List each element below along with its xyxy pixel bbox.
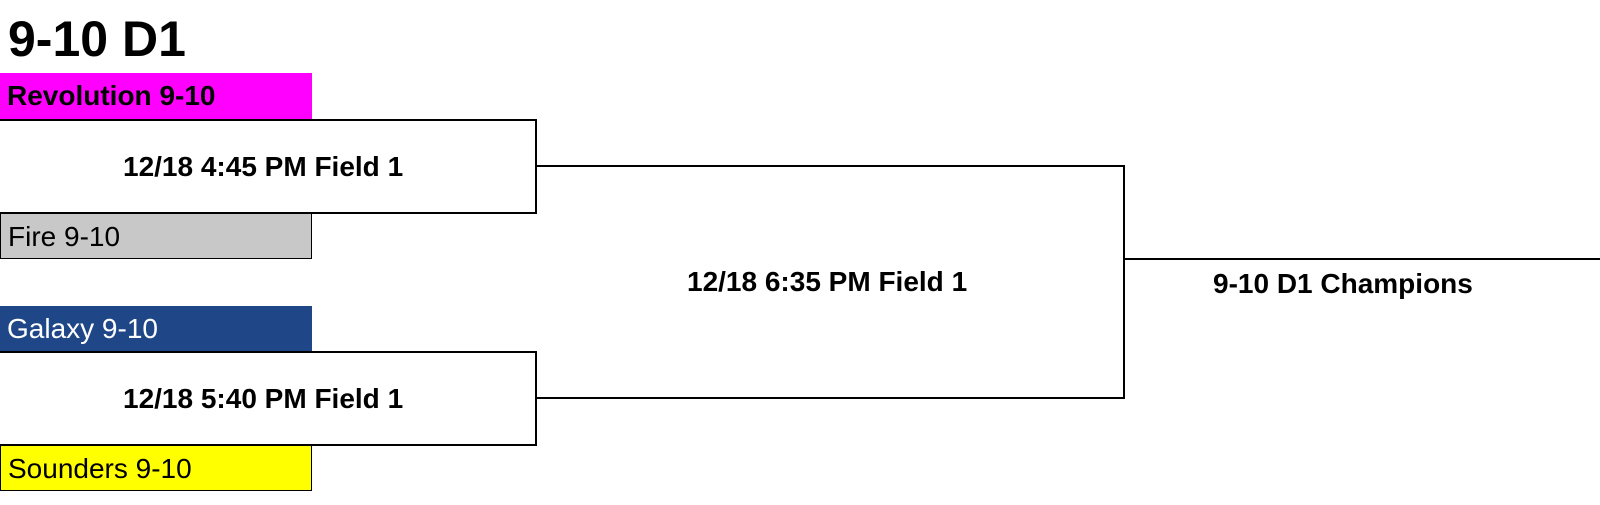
connector-top bbox=[536, 165, 1125, 167]
connector-vertical bbox=[1123, 165, 1125, 399]
team-sounders: Sounders 9-10 bbox=[0, 445, 312, 491]
team-revolution: Revolution 9-10 bbox=[0, 73, 312, 119]
semifinal-1-game: 12/18 4:45 PM Field 1 bbox=[123, 151, 404, 182]
connector-champion bbox=[1123, 258, 1600, 260]
bracket-title: 9-10 D1 bbox=[8, 11, 186, 67]
final-game: 12/18 6:35 PM Field 1 bbox=[687, 266, 968, 297]
champion-label: 9-10 D1 Champions bbox=[1213, 268, 1473, 299]
team-galaxy: Galaxy 9-10 bbox=[0, 306, 312, 352]
semifinal-2-game: 12/18 5:40 PM Field 1 bbox=[123, 383, 404, 414]
team-fire: Fire 9-10 bbox=[0, 213, 312, 259]
connector-bottom bbox=[536, 397, 1125, 399]
